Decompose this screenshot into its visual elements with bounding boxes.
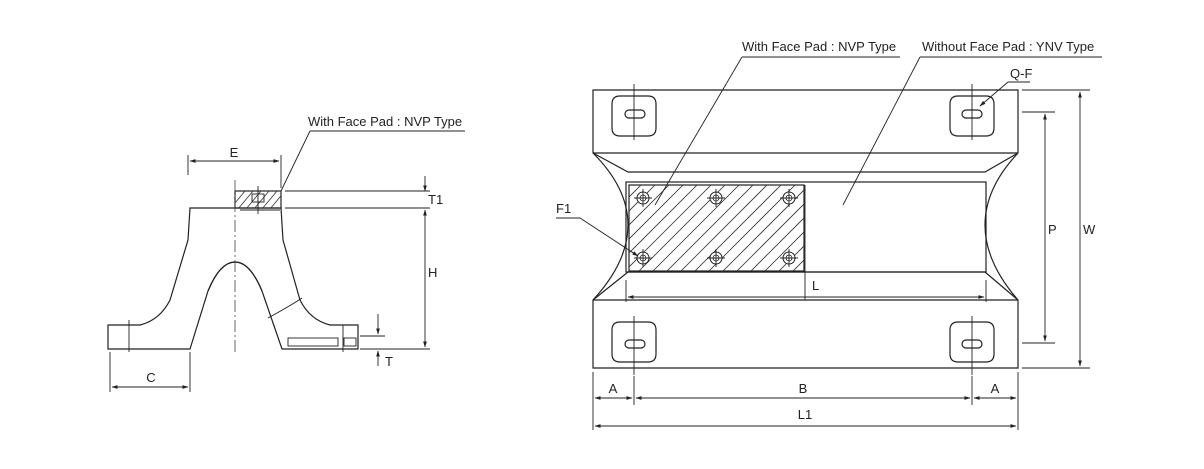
- face-pad-bolt-holes: [634, 189, 798, 267]
- hatch-line: [629, 185, 698, 254]
- dim-T-label: T: [385, 354, 393, 369]
- dim-L-label: L: [812, 278, 819, 293]
- hatch-line: [750, 217, 804, 271]
- hatch-line: [629, 185, 670, 226]
- front-callout-without-face-pad: Without Face Pad : YNV Type: [922, 39, 1094, 54]
- hatch-line: [764, 231, 804, 271]
- side-view: E T1 H T C With Face Pad : NVP Type: [107, 114, 465, 392]
- hatch-line: [803, 180, 898, 275]
- dim-T1-label: T1: [428, 192, 443, 207]
- callout-F1: F1: [556, 201, 571, 216]
- callout-QF: Q-F: [1010, 66, 1032, 81]
- hatch-line: [845, 180, 940, 275]
- dim-E-label: E: [230, 145, 239, 160]
- front-callout-face-pad: With Face Pad : NVP Type: [742, 39, 896, 54]
- dim-H-label: H: [428, 265, 437, 280]
- hatch-line: [629, 185, 712, 268]
- hatch-line: [537, 180, 632, 275]
- dim-C-label: C: [146, 370, 155, 385]
- hatch-line: [680, 185, 768, 271]
- hatch-line: [817, 180, 912, 275]
- hatch-line: [509, 180, 604, 275]
- hatch-line: [722, 189, 804, 271]
- dim-P-label: P: [1048, 222, 1057, 237]
- hatch-line: [792, 259, 804, 271]
- hatch-line: [736, 203, 804, 271]
- mounting-slot-bl: [611, 316, 657, 375]
- hatch-line: [629, 185, 684, 240]
- mounting-slot-tr: [949, 84, 995, 140]
- fender-side-outline: [107, 207, 359, 350]
- dim-W-label: W: [1083, 222, 1096, 237]
- dim-A-left-label: A: [609, 381, 618, 396]
- side-callout-face-pad: With Face Pad : NVP Type: [308, 114, 462, 129]
- hatch-line: [652, 185, 740, 271]
- mounting-slot-tl: [611, 84, 657, 140]
- face-pad-hatched: [628, 184, 805, 272]
- fender-front-outline: [592, 89, 1019, 369]
- dim-B-label: B: [799, 381, 808, 396]
- mounting-slot-br: [949, 316, 995, 375]
- hatch-line: [831, 180, 926, 275]
- dim-L1-label: L1: [798, 407, 812, 422]
- front-view: L P W A B A L1 With Face Pad : NVP Type …: [509, 39, 1102, 430]
- hatch-line: [523, 180, 618, 275]
- dim-A-right-label: A: [991, 381, 1000, 396]
- hatch-line: [629, 185, 642, 198]
- hatch-line: [694, 185, 782, 271]
- hatch-line: [666, 185, 754, 271]
